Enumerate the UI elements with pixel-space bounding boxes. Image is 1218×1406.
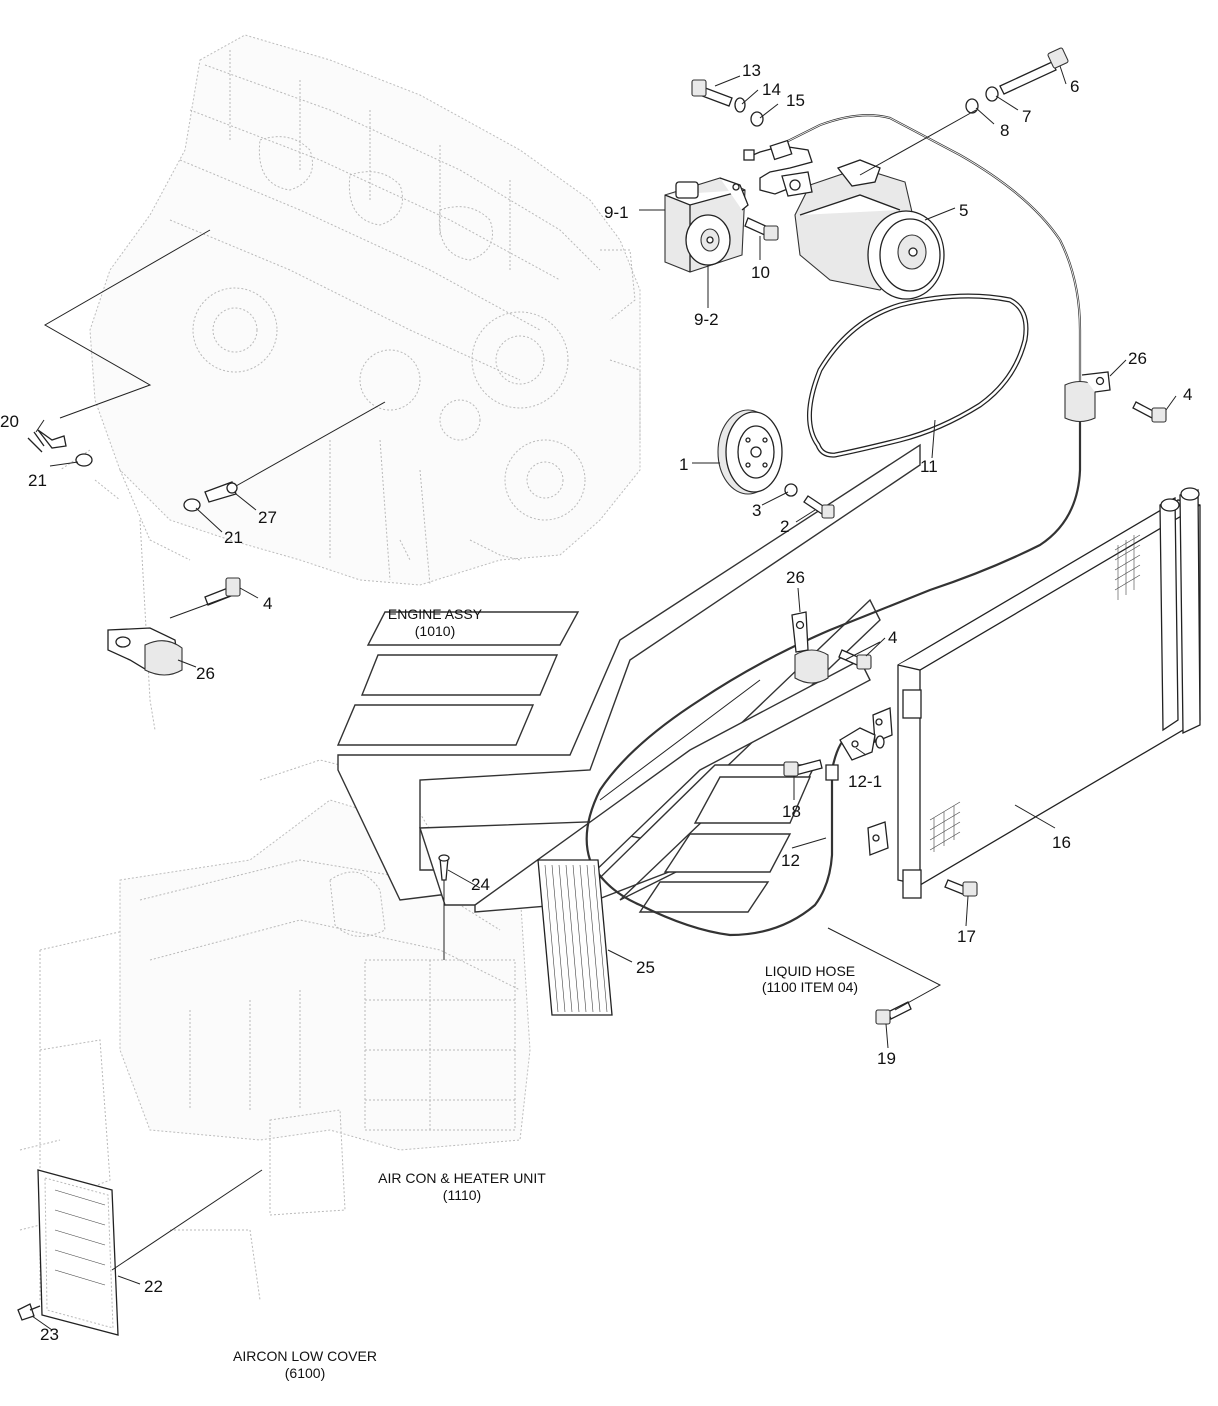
callout-21-left: 21 bbox=[28, 471, 47, 490]
compressor bbox=[781, 159, 945, 300]
callout-22: 22 bbox=[144, 1277, 163, 1296]
callout-15: 15 bbox=[786, 91, 805, 110]
callout-8: 8 bbox=[1000, 121, 1009, 140]
engine-assy-caption: ENGINE ASSY bbox=[388, 606, 483, 622]
callout-13: 13 bbox=[742, 61, 761, 80]
aircon-heater-code: (1110) bbox=[443, 1187, 481, 1203]
callout-7: 7 bbox=[1022, 107, 1031, 126]
v-belt bbox=[807, 293, 1029, 458]
callout-labels: 1 2 3 4 4 4 5 6 7 8 9-1 9-2 10 11 12 12-… bbox=[0, 61, 1192, 1344]
cab-filter bbox=[537, 859, 613, 1016]
low-cover-panel bbox=[37, 1169, 119, 1336]
callout-6: 6 bbox=[1070, 77, 1079, 96]
callout-5: 5 bbox=[959, 201, 968, 220]
condenser-fin-hatch bbox=[929, 534, 1141, 852]
callout-26-left: 26 bbox=[196, 664, 215, 683]
aircon-low-cover-caption: AIRCON LOW COVER bbox=[233, 1348, 377, 1364]
liquid-line-fitting bbox=[825, 727, 885, 781]
callout-1: 1 bbox=[679, 455, 688, 474]
hose-clamps bbox=[107, 371, 1111, 684]
callout-26-right: 26 bbox=[1128, 349, 1147, 368]
callout-16: 16 bbox=[1052, 833, 1071, 852]
engine-ghost-illustration bbox=[59, 34, 641, 731]
aircon-low-cover-code: (6100) bbox=[285, 1365, 325, 1381]
liquid-hose-caption: LIQUID HOSE bbox=[765, 963, 855, 979]
condenser bbox=[867, 487, 1201, 899]
engine-assy-code: (1010) bbox=[415, 623, 455, 639]
callout-21-middle: 21 bbox=[224, 528, 243, 547]
callout-18: 18 bbox=[782, 802, 801, 821]
callout-27: 27 bbox=[258, 508, 277, 527]
callout-4-right: 4 bbox=[1183, 385, 1192, 404]
callout-10: 10 bbox=[751, 263, 770, 282]
callout-14: 14 bbox=[762, 80, 781, 99]
callout-26-middle: 26 bbox=[786, 568, 805, 587]
callout-3: 3 bbox=[752, 501, 761, 520]
tensioner-bracket bbox=[664, 177, 749, 273]
callout-20: 20 bbox=[0, 412, 19, 431]
callout-9-2: 9-2 bbox=[694, 310, 719, 329]
callout-2: 2 bbox=[780, 517, 789, 536]
callout-9-1: 9-1 bbox=[604, 203, 629, 222]
aircon-heater-caption: AIR CON & HEATER UNIT bbox=[378, 1170, 546, 1186]
liquid-hose-code: (1100 ITEM 04) bbox=[762, 979, 858, 995]
reference-arrows bbox=[336, 443, 921, 913]
callout-23: 23 bbox=[40, 1325, 59, 1344]
crank-pulley bbox=[717, 409, 783, 495]
callout-19: 19 bbox=[877, 1049, 896, 1068]
callout-12-1: 12-1 bbox=[848, 772, 882, 791]
leader-lines bbox=[31, 65, 1177, 1331]
callout-11: 11 bbox=[920, 457, 938, 476]
callout-25: 25 bbox=[636, 958, 655, 977]
callout-4-left: 4 bbox=[263, 594, 272, 613]
callout-24: 24 bbox=[471, 875, 490, 894]
callout-4-middle: 4 bbox=[888, 628, 897, 647]
refrigerant-lines bbox=[585, 114, 1082, 937]
callout-12: 12 bbox=[781, 851, 800, 870]
hardware-bolts bbox=[17, 47, 1167, 1321]
callout-17: 17 bbox=[957, 927, 976, 946]
reference-captions: ENGINE ASSY (1010) LIQUID HOSE (1100 ITE… bbox=[233, 606, 858, 1381]
